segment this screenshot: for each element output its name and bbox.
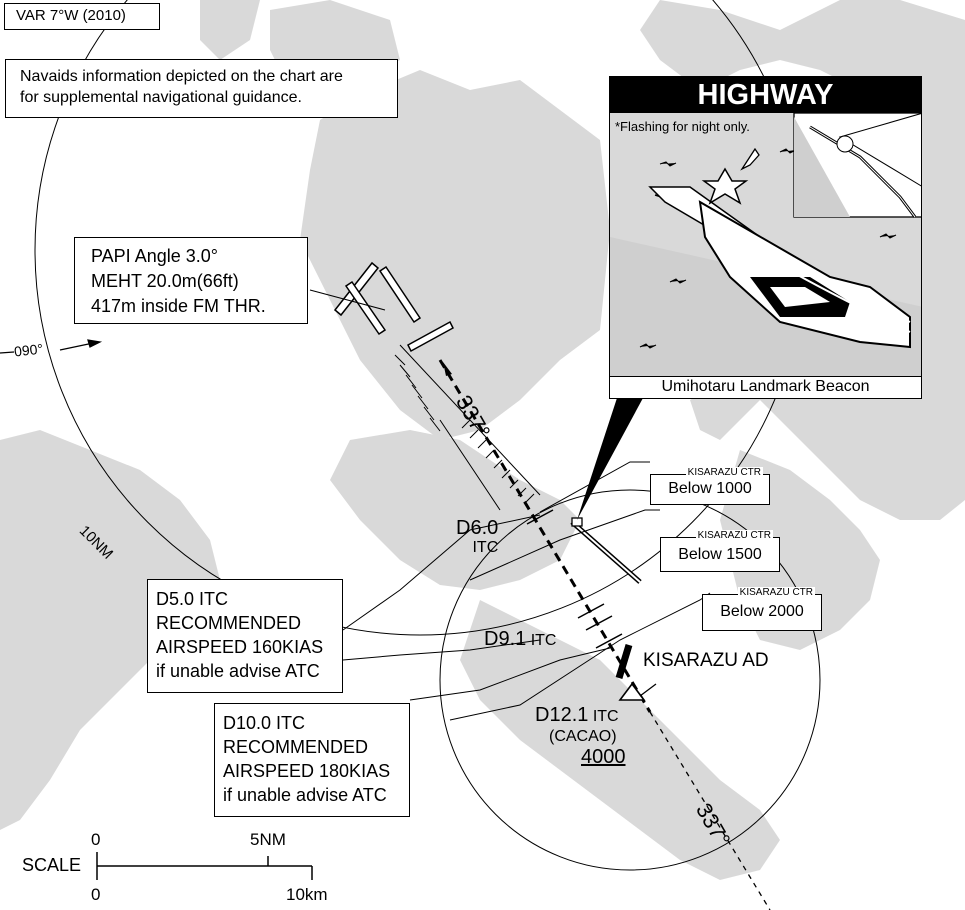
- scale-nm-mid: 5NM: [250, 830, 286, 849]
- ctr-box-1500: KISARAZU CTR Below 1500: [660, 530, 780, 572]
- inset-caption: Umihotaru Landmark Beacon: [610, 376, 921, 398]
- notice-line-1: Navaids information depicted on the char…: [20, 68, 343, 85]
- inset-illustration: [610, 112, 921, 379]
- d10-line-1: D10.0 ITC: [223, 713, 306, 733]
- scale-label: SCALE: [22, 855, 82, 875]
- papi-info-box: PAPI Angle 3.0° MEHT 20.0m(66ft) 417m in…: [74, 237, 308, 324]
- scale-km-end: 10km: [286, 885, 328, 904]
- d10-line-3: AIRSPEED 180KIAS: [223, 761, 391, 781]
- scale-bar: [96, 852, 313, 880]
- kisarazu-runway: [615, 643, 633, 680]
- bearing-arrow: [0, 339, 103, 354]
- d10-line-2: RECOMMENDED: [223, 737, 369, 757]
- inset-note: *Flashing for night only.: [615, 119, 750, 134]
- d5-speed-box: D5.0 ITC RECOMMENDED AIRSPEED 160KIAS if…: [147, 579, 343, 693]
- d5-line-1: D5.0 ITC: [156, 589, 229, 609]
- papi-line-3: 417m inside FM THR.: [91, 296, 266, 316]
- fix-d6-name: ITC: [472, 539, 499, 556]
- papi-bars: [333, 261, 454, 353]
- beacon-callout: [577, 398, 643, 520]
- variation-text: VAR 7°W (2010): [16, 7, 126, 24]
- fix-d9-name: ITC: [530, 632, 557, 649]
- fix-d9: D9.1 ITC: [484, 628, 556, 651]
- ctr-box-2000: KISARAZU CTR Below 2000: [702, 587, 822, 631]
- ctr-box-1000: KISARAZU CTR Below 1000: [650, 467, 770, 505]
- fix-d12-alt: 4000: [581, 746, 626, 768]
- fix-ticks: [526, 509, 623, 649]
- variation-box: VAR 7°W (2010): [4, 3, 160, 30]
- ctr-value-1500: Below 1500: [678, 546, 762, 563]
- fix-d12: D12.1 ITC (CACAO) 4000: [535, 705, 626, 767]
- ctr-caption-1500: KISARAZU CTR: [695, 530, 773, 541]
- d5-line-3: AIRSPEED 160KIAS: [156, 637, 324, 657]
- highway-inset: HIGHWAY *Flashing for night only. Umihot…: [609, 76, 922, 399]
- navaid-notice-box: Navaids information depicted on the char…: [5, 59, 398, 118]
- ctr-value-1000: Below 1000: [668, 480, 752, 497]
- ctr-caption-1000: KISARAZU CTR: [685, 467, 763, 478]
- scale-nm-start: 0: [91, 830, 101, 849]
- final-approach-course: [438, 359, 652, 713]
- fix-d9-dist: D9.1: [484, 628, 527, 650]
- scale-km-start: 0: [91, 885, 101, 904]
- papi-line-2: MEHT 20.0m(66ft): [91, 271, 239, 291]
- d10-line-4: if unable advise ATC: [223, 785, 387, 805]
- ctr-caption-2000: KISARAZU CTR: [737, 587, 815, 598]
- fix-d12-fix: (CACAO): [549, 728, 617, 745]
- fix-d12-name: ITC: [592, 708, 619, 725]
- approach-hatching: [394, 344, 541, 511]
- airport-name: KISARAZU AD: [643, 650, 769, 671]
- extended-course: [649, 711, 771, 910]
- d5-line-4: if unable advise ATC: [156, 661, 320, 681]
- airport-ring: [439, 489, 821, 871]
- papi-line-1: PAPI Angle 3.0°: [91, 246, 218, 266]
- d10-speed-box: D10.0 ITC RECOMMENDED AIRSPEED 180KIAS i…: [214, 703, 410, 817]
- fix-d6-dist: D6.0: [456, 517, 499, 539]
- ctr-value-2000: Below 2000: [720, 603, 804, 620]
- fix-d6: D6.0 ITC: [456, 518, 498, 558]
- d5-line-2: RECOMMENDED: [156, 613, 302, 633]
- fix-d12-dist: D12.1: [535, 704, 589, 726]
- notice-line-2: for supplemental navigational guidance.: [20, 89, 302, 106]
- highway-bridge: [570, 517, 642, 584]
- bearing-label: 090°: [13, 340, 44, 360]
- course-arrow: [443, 362, 452, 376]
- inset-title: HIGHWAY: [610, 77, 921, 113]
- kisarazu-navaid-icon: [618, 682, 646, 701]
